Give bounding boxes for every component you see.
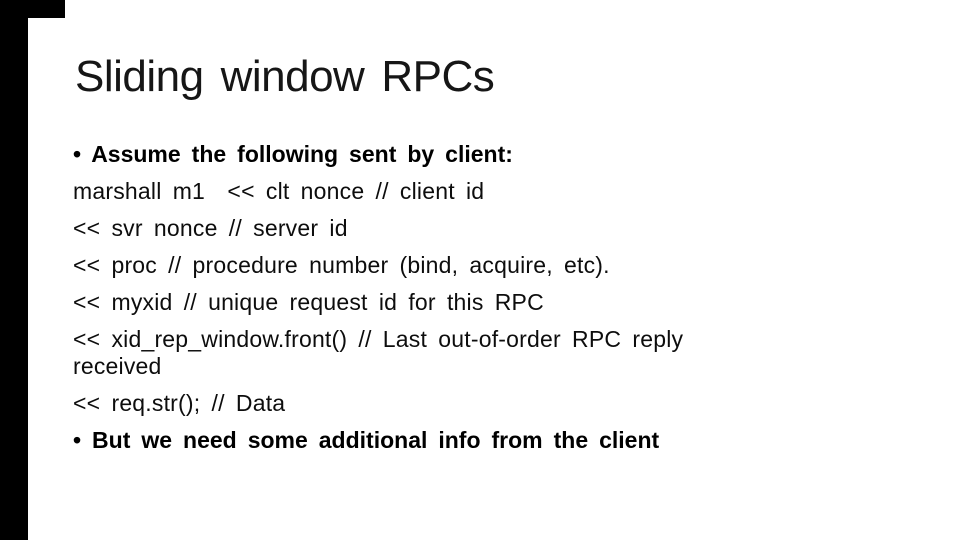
code-line-req-str: << req.str(); // Data bbox=[73, 390, 286, 416]
slide-content: Sliding window RPCs • Assume the followi… bbox=[73, 53, 883, 464]
code-line-received-continuation: received bbox=[73, 353, 162, 379]
code-line-xid-rep-window: << xid_rep_window.front() // Last out-of… bbox=[73, 326, 684, 352]
code-line-myxid: << myxid // unique request id for this R… bbox=[73, 289, 544, 315]
code-line-svr-nonce: << svr nonce // server id bbox=[73, 215, 348, 241]
bullet-line-but-we-need: • But we need some additional info from … bbox=[73, 427, 660, 453]
top-edge-bar bbox=[28, 0, 65, 18]
left-edge-bar bbox=[0, 0, 28, 540]
slide-title: Sliding window RPCs bbox=[75, 52, 495, 101]
code-line-proc: << proc // procedure number (bind, acqui… bbox=[73, 252, 610, 278]
bullet-line-assume: • Assume the following sent by client: bbox=[73, 141, 513, 167]
slide-body: • Assume the following sent by client: m… bbox=[73, 141, 883, 454]
code-line-marshall: marshall m1 << clt nonce // client id bbox=[73, 178, 485, 204]
